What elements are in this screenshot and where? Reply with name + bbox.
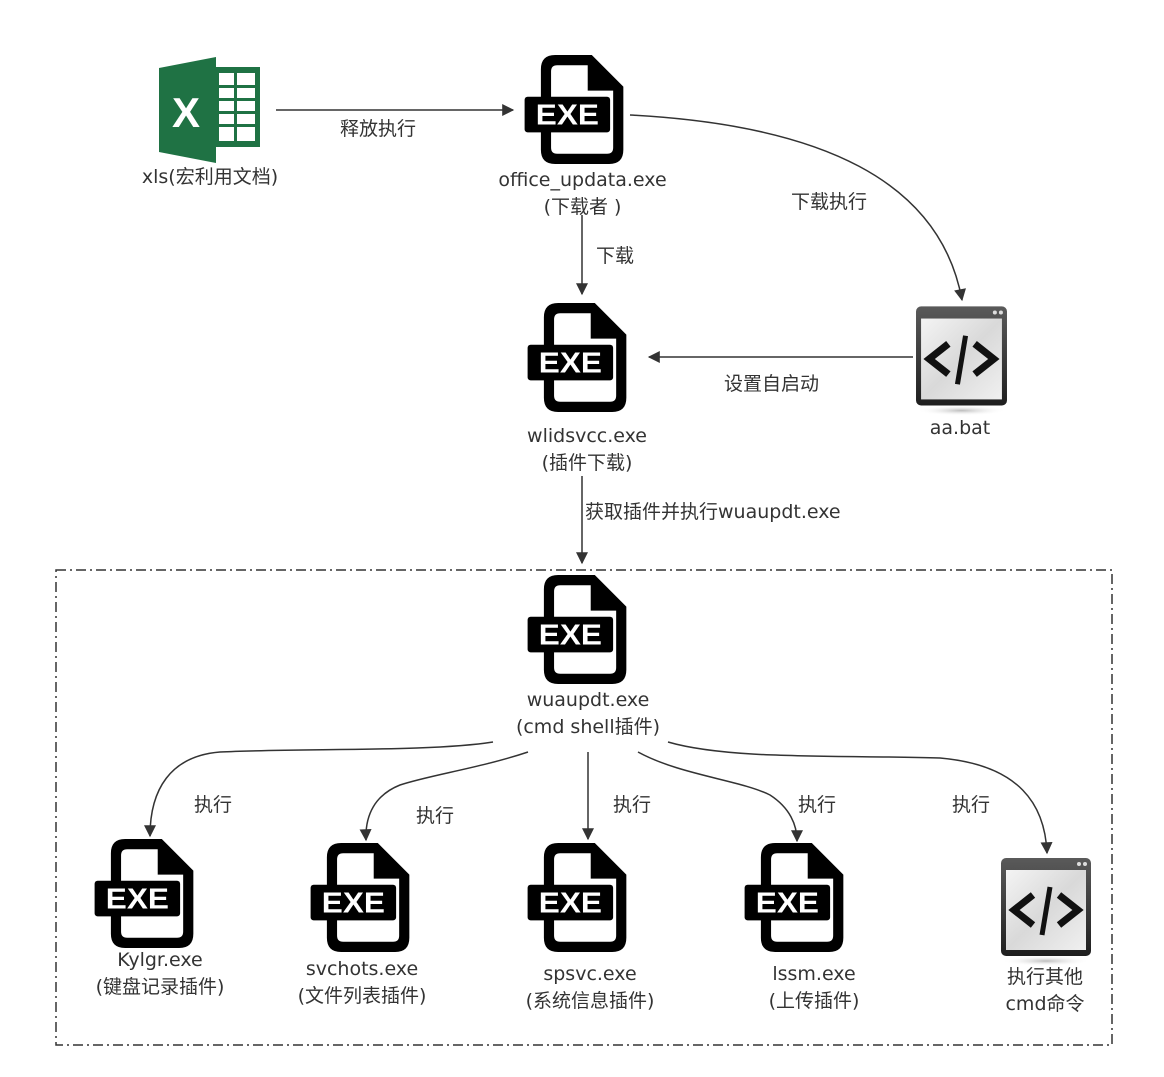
node-sublabel: (下载者 ) <box>543 196 622 218</box>
edge-wuaupdt-to-svchots <box>359 751 529 842</box>
svg-text:X: X <box>172 89 200 136</box>
node-spsvc: spsvc.exe (系统信息插件) <box>490 961 690 1015</box>
excel-icon: X <box>159 57 260 163</box>
node-xls: xls(宏利用文档) <box>110 164 310 191</box>
exe-file-icon-wlidsvcc <box>527 303 627 412</box>
node-lssm: lssm.exe (上传插件) <box>714 961 914 1015</box>
node-sublabel: (文件列表插件) <box>297 985 427 1007</box>
exe-file-icon-kylgr <box>94 839 194 948</box>
plugin-group-frame <box>55 569 1113 1046</box>
node-svchots: svchots.exe (文件列表插件) <box>262 956 462 1010</box>
node-office-updata: office_updata.exe (下载者 ) <box>470 167 695 221</box>
exe-file-icon-spsvc <box>527 843 627 952</box>
node-sublabel: (插件下载) <box>541 452 633 474</box>
node-label: lssm.exe <box>772 963 856 985</box>
node-label: Kylgr.exe <box>117 949 203 971</box>
node-sublabel: cmd命令 <box>1005 993 1085 1015</box>
script-window-icon-cmd <box>1001 858 1091 966</box>
edge-wuaupdt-to-lssm <box>637 751 803 843</box>
node-sublabel: (系统信息插件) <box>525 990 655 1012</box>
node-label: svchots.exe <box>305 958 419 980</box>
edge-label-execute-svchots: 执行 <box>416 805 455 827</box>
node-sublabel: (键盘记录插件) <box>95 976 225 998</box>
node-label: 执行其他 <box>1006 966 1083 988</box>
script-window-icon-aa-bat <box>916 306 1007 415</box>
node-cmd-other: 执行其他 cmd命令 <box>975 964 1115 1018</box>
node-label: wlidsvcc.exe <box>527 425 647 447</box>
node-aa-bat: aa.bat <box>900 415 1020 442</box>
exe-file-icon-svchots <box>310 843 410 952</box>
exe-file-icon-lssm <box>744 843 844 952</box>
edge-label-release-execute: 释放执行 <box>340 118 417 140</box>
edge-label-fetch-plugins: 获取插件并执行wuaupdt.exe <box>585 501 841 523</box>
exe-file-icon-wuaupdt <box>527 575 627 684</box>
exe-file-icon-office-updata <box>524 55 624 164</box>
edge-label-download-execute: 下载执行 <box>791 191 868 213</box>
node-label: wuaupdt.exe <box>526 689 650 711</box>
edge-label-execute-lssm: 执行 <box>798 794 837 816</box>
node-sublabel: (cmd shell插件) <box>515 716 661 738</box>
edge-office-to-bat <box>629 114 966 302</box>
node-wuaupdt: wuaupdt.exe (cmd shell插件) <box>478 687 698 741</box>
edge-label-execute-spsvc: 执行 <box>613 794 652 816</box>
node-wlidsvcc: wlidsvcc.exe (插件下载) <box>487 423 687 477</box>
node-sublabel: (上传插件) <box>768 990 860 1012</box>
node-label: aa.bat <box>929 417 991 439</box>
edge-label-execute-kylgr: 执行 <box>194 794 233 816</box>
edge-wuaupdt-to-kylgr <box>144 741 494 838</box>
edge-wuaupdt-to-cmd <box>667 741 1053 855</box>
node-label: office_updata.exe <box>498 169 667 191</box>
node-label: spsvc.exe <box>543 963 637 985</box>
edge-label-autostart: 设置自启动 <box>724 373 820 395</box>
node-label: xls(宏利用文档) <box>141 166 279 188</box>
edge-label-execute-cmd: 执行 <box>952 794 991 816</box>
node-kylgr: Kylgr.exe (键盘记录插件) <box>60 947 260 1001</box>
edge-label-download: 下载 <box>596 245 635 267</box>
